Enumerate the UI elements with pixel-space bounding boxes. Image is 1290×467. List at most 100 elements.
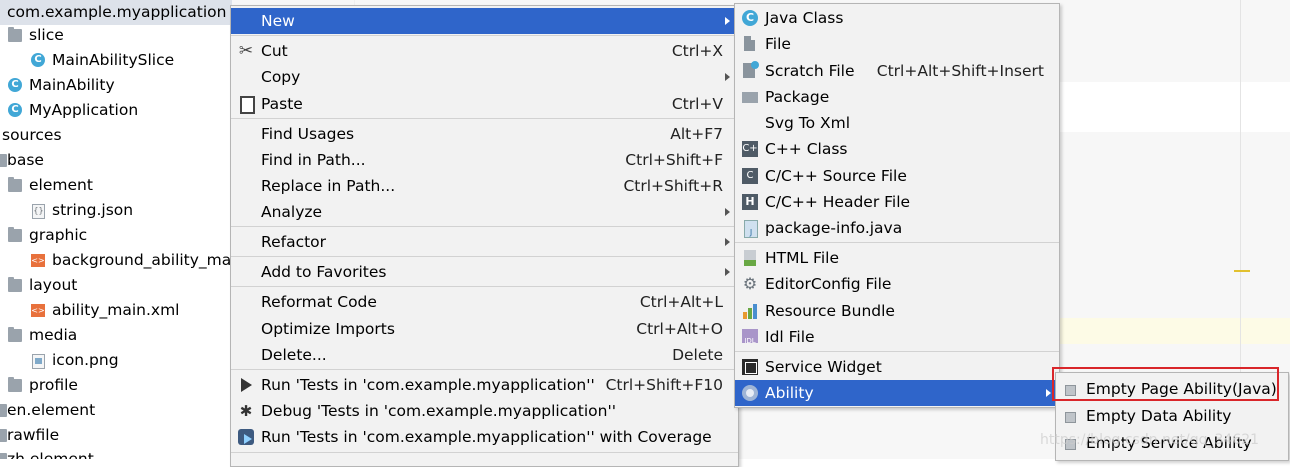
menu-separator [231, 118, 738, 119]
submenu-arrow-icon [725, 268, 730, 276]
editor-warning-mark [1234, 270, 1250, 272]
submenu-arrow-icon [725, 73, 730, 81]
tree-row[interactable]: profile [0, 373, 232, 398]
tree-row[interactable]: slice [0, 23, 232, 48]
coverage-icon [238, 429, 254, 445]
tree-row[interactable]: layout [0, 273, 232, 298]
new-item-ability[interactable]: Ability [735, 380, 1059, 406]
folder-icon [8, 227, 22, 242]
menu-item-label: Reformat Code [261, 293, 377, 311]
tree-row[interactable]: C MainAbility [0, 73, 232, 98]
new-item-package[interactable]: Package [735, 84, 1059, 110]
new-item-cpp-class[interactable]: C+ C++ Class [735, 136, 1059, 162]
menu-item-label: Run 'Tests in 'com.example.myapplication… [261, 376, 595, 394]
menu-item-find-usages[interactable]: Find Usages Alt+F7 [231, 121, 738, 147]
tree-row[interactable]: media [0, 323, 232, 348]
tree-label: ability_main.xml [52, 301, 180, 319]
tree-row[interactable]: com.example.myapplication [0, 0, 232, 25]
folder-icon [8, 277, 22, 292]
class-icon: C [8, 103, 22, 117]
tree-row[interactable]: zh.element [0, 447, 232, 459]
tree-row[interactable]: base [0, 148, 232, 173]
new-item-html-file[interactable]: HTML File [735, 245, 1059, 271]
tree-row[interactable]: <> background_ability_main [0, 248, 232, 273]
new-item-package-info[interactable]: J package-info.java [735, 215, 1059, 241]
new-item-c-header-file[interactable]: H C/C++ Header File [735, 189, 1059, 215]
menu-item-label: Copy [261, 68, 301, 86]
menu-item-delete[interactable]: Delete... Delete [231, 342, 738, 368]
menu-separator [231, 452, 738, 453]
tree-row[interactable]: graphic [0, 223, 232, 248]
new-item-svg-to-xml[interactable]: Svg To Xml [735, 110, 1059, 136]
idl-file-icon: IDL [742, 329, 758, 345]
menu-item-label: Optimize Imports [261, 320, 395, 338]
menu-item-debug-tests[interactable]: ✱ Debug 'Tests in 'com.example.myapplica… [231, 398, 738, 424]
json-file-icon: {} [32, 204, 45, 219]
tree-row[interactable]: C MainAbilitySlice [0, 48, 232, 73]
menu-item-label: Paste [261, 95, 303, 113]
menu-item-label: Cut [261, 42, 288, 60]
tree-row[interactable]: <> ability_main.xml [0, 298, 232, 323]
tree-label: profile [29, 376, 78, 394]
menu-item-optimize-imports[interactable]: Optimize Imports Ctrl+Alt+O [231, 316, 738, 342]
new-item-service-widget[interactable]: Service Widget [735, 354, 1059, 380]
folder-icon [8, 27, 22, 42]
tree-row[interactable]: C MyApplication [0, 98, 232, 123]
tree-row[interactable]: en.element [0, 398, 232, 423]
xml-file-icon: <> [31, 304, 45, 317]
menu-item-run-tests[interactable]: Run 'Tests in 'com.example.myapplication… [231, 372, 738, 398]
new-item-scratch-file[interactable]: Scratch File Ctrl+Alt+Shift+Insert [735, 58, 1059, 84]
watermark: https://blog.csdn.net/qq_34621 [1040, 432, 1260, 448]
menu-item-label: C/C++ Source File [765, 167, 907, 185]
new-item-resource-bundle[interactable]: Resource Bundle [735, 298, 1059, 324]
menu-item-label: C++ Class [765, 140, 848, 158]
menu-item-shortcut: Ctrl+Alt+O [636, 320, 723, 338]
menu-item-refactor[interactable]: Refactor [231, 229, 738, 255]
submenu-arrow-icon [1046, 389, 1051, 397]
java-class-icon: C [742, 10, 758, 26]
tree-label: com.example.myapplication [7, 3, 227, 21]
menu-item-label: Add to Favorites [261, 263, 387, 281]
new-item-file[interactable]: File [735, 31, 1059, 57]
menu-item-label: Idl File [765, 328, 815, 346]
menu-item-paste[interactable]: Paste Ctrl+V [231, 91, 738, 117]
folder-icon [8, 327, 22, 342]
tree-row[interactable]: icon.png [0, 348, 232, 373]
menu-item-new[interactable]: New [231, 8, 738, 34]
scratch-file-icon [743, 61, 759, 78]
tree-row[interactable]: rawfile [0, 423, 232, 448]
menu-item-label: Find in Path... [261, 151, 366, 169]
menu-item-add-to-favorites[interactable]: Add to Favorites [231, 259, 738, 285]
menu-item-analyze[interactable]: Analyze [231, 199, 738, 225]
tree-label: icon.png [52, 351, 119, 369]
tree-label: base [7, 151, 44, 169]
ability-item-empty-page-java[interactable]: Empty Page Ability(Java) [1056, 376, 1288, 402]
class-icon: C [31, 53, 45, 67]
tree-row[interactable]: {} string.json [0, 198, 232, 223]
menu-item-label: Empty Data Ability [1086, 407, 1232, 425]
tree-row[interactable]: element [0, 173, 232, 198]
menu-item-replace-in-path[interactable]: Replace in Path... Ctrl+Shift+R [231, 173, 738, 199]
menu-item-run-with-coverage[interactable]: Run 'Tests in 'com.example.myapplication… [231, 424, 738, 450]
menu-separator [231, 35, 738, 36]
tree-label: MainAbilitySlice [52, 51, 175, 69]
new-item-java-class[interactable]: C Java Class [735, 5, 1059, 31]
menu-item-reformat-code[interactable]: Reformat Code Ctrl+Alt+L [231, 289, 738, 315]
tree-row[interactable]: sources [0, 123, 232, 148]
new-item-c-source-file[interactable]: C C/C++ Source File [735, 163, 1059, 189]
tree-label: background_ability_main [52, 251, 232, 269]
menu-item-label: Svg To Xml [765, 114, 851, 132]
menu-item-copy[interactable]: Copy [231, 64, 738, 90]
new-item-idl-file[interactable]: IDL Idl File [735, 324, 1059, 350]
menu-item-cut[interactable]: ✂ Cut Ctrl+X [231, 38, 738, 64]
c-source-icon: C [742, 168, 758, 184]
submenu-arrow-icon [725, 17, 730, 25]
ability-item-empty-service[interactable]: Empty Service Ability [1056, 430, 1288, 456]
tree-label: en.element [7, 401, 96, 419]
menu-item-label: Empty Page Ability(Java) [1086, 380, 1277, 398]
menu-item-find-in-path[interactable]: Find in Path... Ctrl+Shift+F [231, 147, 738, 173]
new-item-editorconfig[interactable]: ⚙ EditorConfig File [735, 271, 1059, 297]
menu-item-label: Delete... [261, 346, 327, 364]
ability-item-empty-data[interactable]: Empty Data Ability [1056, 403, 1288, 429]
menu-item-label: EditorConfig File [765, 275, 892, 293]
